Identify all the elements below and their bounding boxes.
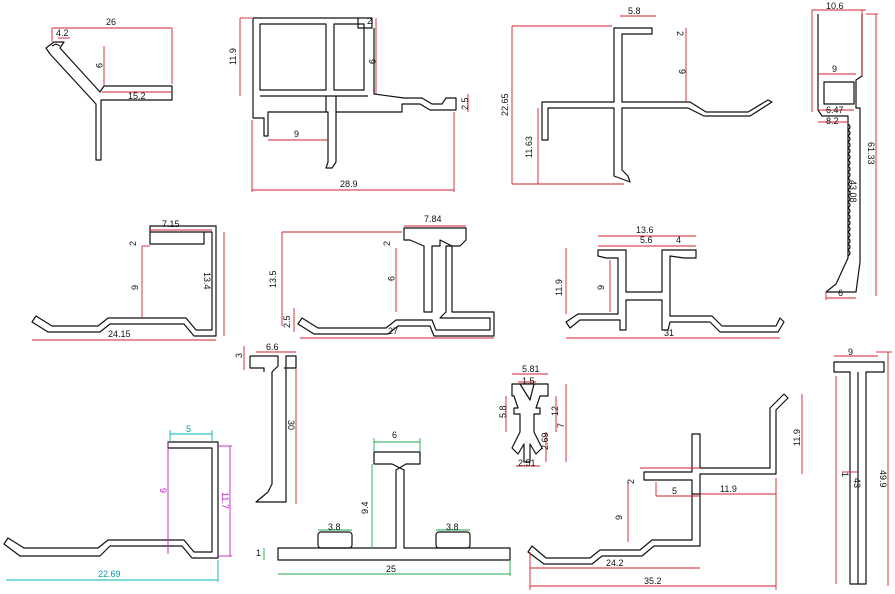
- p9-dim-3: 3: [234, 353, 244, 358]
- p13-dim-49-9: 49.9: [878, 470, 888, 488]
- p10-dim-9-4: 9.4: [360, 501, 370, 514]
- p2-dim-9-vertical: 9: [367, 59, 377, 64]
- p11-dim-2-51: 2.51: [518, 458, 536, 468]
- p13-dim-9: 9: [848, 347, 853, 357]
- p10-dim-3-8-right: 3.8: [446, 522, 459, 532]
- p6-dim-7-84: 7.84: [424, 214, 442, 224]
- p7-dim-9: 9: [596, 285, 606, 290]
- p7-dim-4: 4: [676, 235, 681, 245]
- p4-dim-43-08: 43.08: [848, 180, 858, 203]
- p1-dim-26: 26: [106, 17, 116, 27]
- p12-dim-11-9-horizontal: 11.9: [720, 484, 737, 494]
- p8-dim-22-69: 22.69: [98, 569, 121, 579]
- profile-10: 6 9.4 3.8 3.8 1 25: [256, 430, 511, 576]
- p10-dim-3-8-left: 3.8: [328, 522, 341, 532]
- profile-12: 2 9 5 11.9 11.9 24.2 35.2: [527, 393, 803, 590]
- p13-dim-1: 1: [840, 472, 850, 477]
- p7-dim-11-9: 11.9: [554, 279, 564, 296]
- p1-dim-9: 9: [94, 63, 104, 68]
- p6-dim-27: 27: [388, 326, 398, 336]
- profile-1: 26 4.2 9 15.2: [45, 17, 173, 161]
- p8-dim-11-7: 11.7: [220, 492, 230, 509]
- p3-dim-9: 9: [677, 69, 687, 74]
- p8-dim-5: 5: [186, 424, 191, 434]
- p5-dim-7-15: 7.15: [162, 219, 180, 229]
- p4-dim-9: 9: [832, 64, 837, 74]
- p1-dim-15-2: 15.2: [128, 91, 146, 101]
- p6-dim-13-5: 13.5: [268, 270, 278, 288]
- profile-9: 3 6.6 30: [234, 342, 297, 504]
- p12-dim-9: 9: [614, 515, 624, 520]
- p2-dim-11-9: 11.9: [228, 48, 238, 65]
- p4-dim-8-2: 8.2: [826, 116, 839, 126]
- p10-dim-1: 1: [256, 548, 261, 558]
- p10-dim-25: 25: [386, 564, 396, 574]
- p12-dim-24-2: 24.2: [606, 558, 624, 568]
- p12-dim-2: 2: [626, 479, 636, 484]
- p7-dim-5-6: 5.6: [640, 235, 653, 245]
- p5-dim-24-15: 24.15: [108, 329, 131, 339]
- profile-2: 11.9 2 9 9 2.5 28.9: [228, 16, 470, 192]
- p5-dim-2: 2: [128, 241, 138, 246]
- p6-dim-2-5: 2.5: [282, 315, 292, 328]
- p8-dim-9: 9: [158, 488, 168, 493]
- profile-13: 9 1 43 49.9: [833, 347, 892, 586]
- p12-dim-5: 5: [672, 486, 677, 496]
- p7-dim-31: 31: [664, 328, 674, 338]
- profile-3: 5.8 2 9 22.65 11.63: [500, 6, 773, 185]
- profile-8: 5 9 11.7 22.69: [3, 424, 232, 582]
- p5-dim-9: 9: [130, 285, 140, 290]
- profile-6: 7.84 2 13.5 9 2.5 27: [268, 214, 495, 339]
- p2-dim-28-9: 28.9: [340, 179, 358, 189]
- p11-dim-5-81: 5.81: [522, 364, 540, 374]
- p6-dim-9: 9: [386, 276, 396, 281]
- p1-dim-4-2: 4.2: [56, 28, 69, 38]
- p5-dim-13-4: 13.4: [202, 272, 212, 290]
- p11-dim-1-5: 1.5: [522, 376, 535, 386]
- p12-dim-35-2: 35.2: [644, 576, 662, 586]
- p11-dim-12: 12: [550, 406, 560, 416]
- p4-dim-61-33: 61.33: [866, 142, 876, 165]
- p4-dim-6-47: 6.47: [826, 105, 844, 115]
- profile-11: 5.81 1.5 5.8 12 7 2.69 2.51: [498, 364, 567, 468]
- p3-dim-11-63: 11.63: [524, 136, 534, 158]
- profile-4: 10.6 9 6.47 8.2 61.33 43.08 6: [811, 1, 878, 300]
- p7-dim-13-6: 13.6: [636, 225, 654, 235]
- p11-dim-2-69: 2.69: [540, 432, 550, 450]
- p6-dim-2: 2: [382, 241, 392, 246]
- p3-dim-22-65: 22.65: [500, 93, 510, 116]
- profile-7: 13.6 5.6 4 11.9 9 31: [554, 225, 785, 339]
- p11-dim-5-8: 5.8: [498, 405, 508, 418]
- profile-5: 7.15 2 9 13.4 24.15: [31, 219, 225, 341]
- p4-dim-10-6: 10.6: [826, 1, 844, 11]
- p2-dim-9-horizontal: 9: [294, 129, 299, 139]
- p9-dim-30: 30: [286, 420, 296, 430]
- p13-dim-43: 43: [852, 478, 862, 488]
- p3-dim-5-8: 5.8: [628, 6, 641, 16]
- p11-dim-7: 7: [556, 423, 566, 428]
- p12-dim-11-9-vertical: 11.9: [792, 429, 802, 446]
- p10-dim-6: 6: [392, 430, 397, 440]
- p3-dim-2: 2: [675, 31, 685, 36]
- p4-dim-6: 6: [838, 288, 843, 298]
- p9-dim-6-6: 6.6: [266, 342, 279, 352]
- p2-dim-2: 2: [367, 16, 372, 26]
- p2-dim-2-5: 2.5: [460, 97, 470, 110]
